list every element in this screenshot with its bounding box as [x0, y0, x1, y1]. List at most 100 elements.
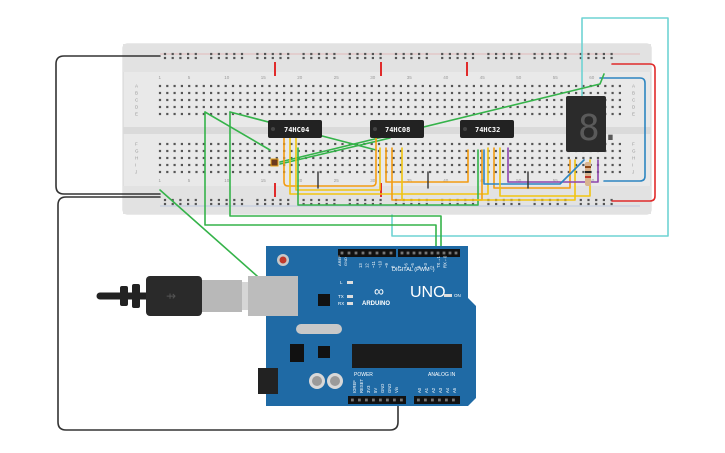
- wire-green-1: [204, 111, 437, 251]
- pin-label: 5V: [373, 388, 378, 393]
- wire-yellow-1: [289, 137, 489, 195]
- pin-label: RX←0: [443, 255, 448, 268]
- row-letter: A: [632, 84, 635, 89]
- wire-green-2: [229, 111, 442, 251]
- pin-label: ~3: [423, 263, 428, 268]
- pin-label: A5: [452, 387, 457, 393]
- column-number: 1: [159, 75, 162, 80]
- pin-label: A2: [431, 387, 436, 393]
- pin-label: RESET: [359, 379, 364, 393]
- power-header[interactable]: [348, 396, 406, 404]
- row-letter: B: [135, 91, 138, 96]
- rx-label: RX: [338, 301, 344, 306]
- infinity-logo-icon: ∞: [374, 283, 384, 299]
- row-letter: F: [632, 142, 635, 147]
- pin-label: ~10: [378, 260, 383, 268]
- wire-black-gnd: [57, 196, 399, 431]
- column-number: 25: [334, 178, 340, 183]
- display-digit: 8.: [578, 108, 621, 149]
- pin-label: 7: [397, 265, 402, 268]
- tx-label: TX: [338, 294, 344, 299]
- row-letter: C: [632, 98, 636, 103]
- power-label: POWER: [354, 372, 373, 378]
- wire-blue-right: [599, 77, 646, 182]
- on-label: ON: [454, 293, 461, 298]
- chip-74hc08[interactable]: 74HC08: [370, 120, 424, 138]
- wire-cyan: [391, 17, 669, 237]
- row-letter: C: [135, 98, 139, 103]
- column-number: 60: [589, 178, 595, 183]
- row-letter: B: [632, 91, 635, 96]
- pin-label: 12: [365, 263, 370, 268]
- seven-segment-display[interactable]: 8.: [566, 96, 621, 152]
- wire-yellow-2: [295, 137, 381, 191]
- pin-label: A3: [438, 387, 443, 393]
- column-number: 50: [516, 178, 522, 183]
- column-number: 25: [334, 75, 340, 80]
- row-letter: I: [135, 163, 136, 168]
- column-number: 35: [407, 75, 413, 80]
- pin-label: A1: [424, 387, 429, 393]
- row-letter: E: [632, 112, 635, 117]
- column-number: 5: [188, 178, 191, 183]
- chip-74hc32[interactable]: 74HC32: [460, 120, 514, 138]
- wire-green-7: [297, 147, 479, 206]
- pin-label: GND: [380, 384, 385, 393]
- gnd-label: GND: [343, 257, 348, 266]
- column-number: 10: [224, 178, 230, 183]
- column-number: 10: [224, 75, 230, 80]
- column-number: 40: [443, 75, 449, 80]
- push-button[interactable]: [270, 158, 279, 167]
- column-number: 15: [261, 178, 267, 183]
- pin-label: GND: [387, 384, 392, 393]
- chip-label: 74HC32: [475, 126, 500, 134]
- digital-header[interactable]: [338, 249, 460, 257]
- pin-label: ~5: [410, 263, 415, 268]
- column-number: 1: [159, 178, 162, 183]
- column-number: 5: [188, 75, 191, 80]
- digital-label: DIGITAL (PWM~): [392, 267, 435, 273]
- pin-label: A4: [445, 387, 450, 393]
- analog-header[interactable]: [414, 396, 460, 404]
- pin-label: IOREF: [352, 380, 357, 393]
- row-letter: H: [135, 156, 138, 161]
- wire-black-top: [55, 55, 161, 195]
- wire-purple-1: [507, 147, 599, 183]
- column-number: 30: [370, 75, 376, 80]
- brand-label: ARDUINO: [362, 301, 390, 307]
- pin-label: ~11: [371, 261, 376, 268]
- chip-74hc04[interactable]: 74HC04: [268, 120, 322, 138]
- column-number: 50: [516, 75, 522, 80]
- model-label: UNO: [410, 284, 446, 301]
- usb-cable[interactable]: ⇸: [96, 276, 262, 316]
- column-number: 15: [261, 75, 267, 80]
- pin-label: 4: [417, 265, 422, 268]
- pin-label: Vin: [394, 386, 399, 393]
- resistor[interactable]: [585, 162, 591, 186]
- arduino-uno-board[interactable]: ∞ UNO ARDUINO DIGITAL (PWM~) POWER ANALO…: [248, 246, 476, 406]
- column-number: 55: [553, 75, 559, 80]
- wire-orange-2: [385, 147, 469, 183]
- pin-label: A0: [417, 387, 422, 393]
- on-led: [444, 294, 452, 297]
- row-letter: E: [135, 112, 138, 117]
- row-letter: D: [135, 105, 139, 110]
- column-number: 45: [480, 75, 486, 80]
- aref-label: AREF: [337, 255, 342, 266]
- wire-green-3: [204, 111, 271, 151]
- analog-label: ANALOG IN: [428, 372, 456, 378]
- wire-blue-1: [483, 149, 585, 185]
- row-letter: D: [632, 105, 636, 110]
- pin-label: 8: [391, 265, 396, 268]
- l-label: L: [340, 280, 343, 285]
- chip-label: 74HC04: [284, 126, 309, 134]
- usb-icon: ⇸: [166, 289, 176, 303]
- row-letter: G: [632, 149, 636, 154]
- row-letter: F: [135, 142, 138, 147]
- pin-label: ~6: [404, 263, 409, 268]
